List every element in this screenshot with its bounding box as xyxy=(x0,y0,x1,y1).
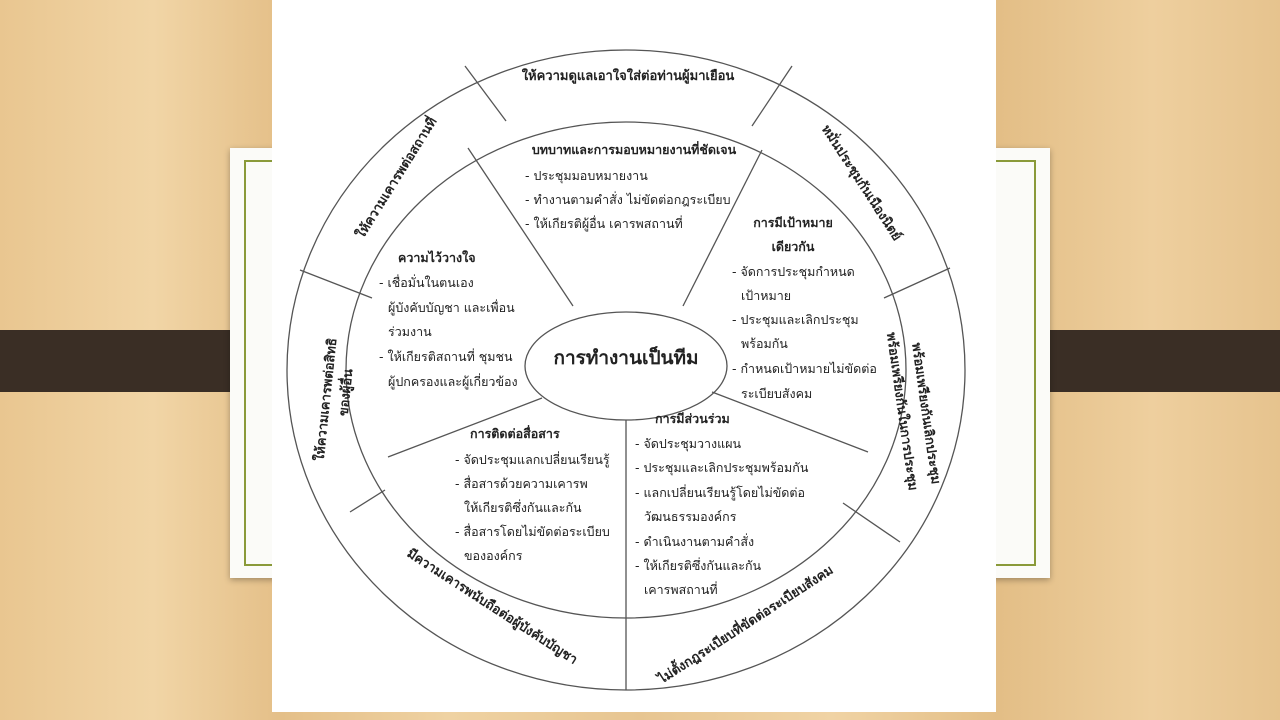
inner-bottom-right-title: การมีส่วนร่วม xyxy=(655,411,730,426)
inner-left-line: - เชื่อมั่นในตนเอง xyxy=(379,274,474,290)
divider xyxy=(711,391,869,453)
divider xyxy=(464,65,507,122)
inner-right-line: - กำหนดเป้าหมายไม่ขัดต่อ xyxy=(732,361,877,376)
divider xyxy=(682,149,763,307)
inner-bottom-left-line: - สื่อสารด้วยความเคารพ xyxy=(455,475,588,491)
teamwork-wheel-diagram: การทำงานเป็นทีม บทบาทและการมอบหมายงานที่… xyxy=(272,0,996,712)
outer-bottom-right-label: ไม่ตั้งกฎระเบียบที่ขัดต่อระเบียบสังคม xyxy=(652,560,836,689)
outer-bottom-left-label: มีความเคารพนับถือต่อผู้บังคับบัญชา xyxy=(404,545,581,667)
inner-right-title: เดียวกัน xyxy=(772,239,815,254)
inner-top-line: - ให้เกียรติผู้อื่น เคารพสถานที่ xyxy=(525,215,683,232)
divider xyxy=(349,489,386,513)
inner-bottom-right-line: - ให้เกียรติซึ่งกันและกัน xyxy=(635,557,762,573)
inner-bottom-left-line: ขององค์กร xyxy=(464,548,523,563)
inner-right-title: การมีเป้าหมาย xyxy=(753,215,833,230)
divider xyxy=(842,502,901,543)
inner-right-line: - จัดการประชุมกำหนด xyxy=(732,264,855,280)
inner-bottom-right-line: - จัดประชุมวางแผน xyxy=(635,436,742,452)
outer-left-label: ให้ความเคารพต่อสิทธิ xyxy=(311,337,341,462)
right-dark-bar xyxy=(1022,330,1280,392)
outer-top-label: ให้ความดูแลเอาใจใส่ต่อท่านผู้มาเยือน xyxy=(522,67,735,84)
divider xyxy=(387,397,543,458)
inner-bottom-right-line: เคารพสถานที่ xyxy=(644,581,718,597)
left-dark-bar xyxy=(0,330,258,392)
inner-bottom-left-line: - จัดประชุมแลกเปลี่ยนเรียนรู้ xyxy=(455,451,610,468)
inner-bottom-left-line: - สื่อสารโดยไม่ขัดต่อระเบียบ xyxy=(455,523,610,539)
inner-left-line: ผู้บังคับบัญชา และเพื่อน xyxy=(388,299,515,316)
inner-top-line: - ประชุมมอบหมายงาน xyxy=(525,168,648,184)
inner-bottom-left-title: การติดต่อสื่อสาร xyxy=(470,425,560,441)
inner-left-title: ความไว้วางใจ xyxy=(398,250,476,265)
inner-top-line: - ทำงานตามคำสั่ง ไม่ขัดต่อกฎระเบียบ xyxy=(525,191,731,207)
outer-top-left-label: ให้ความเคารพต่อสถานที่ xyxy=(351,113,440,241)
divider xyxy=(883,267,951,299)
inner-bottom-right-line: - ประชุมและเลิกประชุมพร้อมกัน xyxy=(635,460,809,476)
inner-right-line: เป้าหมาย xyxy=(741,288,791,303)
inner-left-line: - ให้เกียรติสถานที่ ชุมชน xyxy=(379,348,513,365)
center-label: การทำงานเป็นทีม xyxy=(553,345,698,369)
divider xyxy=(467,147,574,307)
divider xyxy=(751,65,793,127)
divider xyxy=(299,269,373,299)
inner-left-line: ผู้ปกครองและผู้เกี่ยวข้อง xyxy=(388,373,518,390)
inner-bottom-right-line: วัฒนธรรมองค์กร xyxy=(644,509,737,524)
outer-left-label: ของผู้อื่น xyxy=(334,368,357,417)
inner-right-line: พร้อมกัน xyxy=(741,336,788,351)
inner-left-line: ร่วมงาน xyxy=(388,324,432,339)
inner-bottom-right-line: - แลกเปลี่ยนเรียนรู้โดยไม่ขัดต่อ xyxy=(635,484,805,501)
inner-bottom-right-line: - ดำเนินงานตามคำสั่ง xyxy=(635,533,754,549)
inner-right-line: ระเบียบสังคม xyxy=(741,386,812,401)
wheel-svg: การทำงานเป็นทีม บทบาทและการมอบหมายงานที่… xyxy=(286,49,966,691)
inner-right-line: - ประชุมและเลิกประชุม xyxy=(732,312,859,328)
inner-top-title: บทบาทและการมอบหมายงานที่ชัดเจน xyxy=(532,141,737,157)
inner-bottom-left-line: ให้เกียรติซึ่งกันและกัน xyxy=(464,499,582,515)
